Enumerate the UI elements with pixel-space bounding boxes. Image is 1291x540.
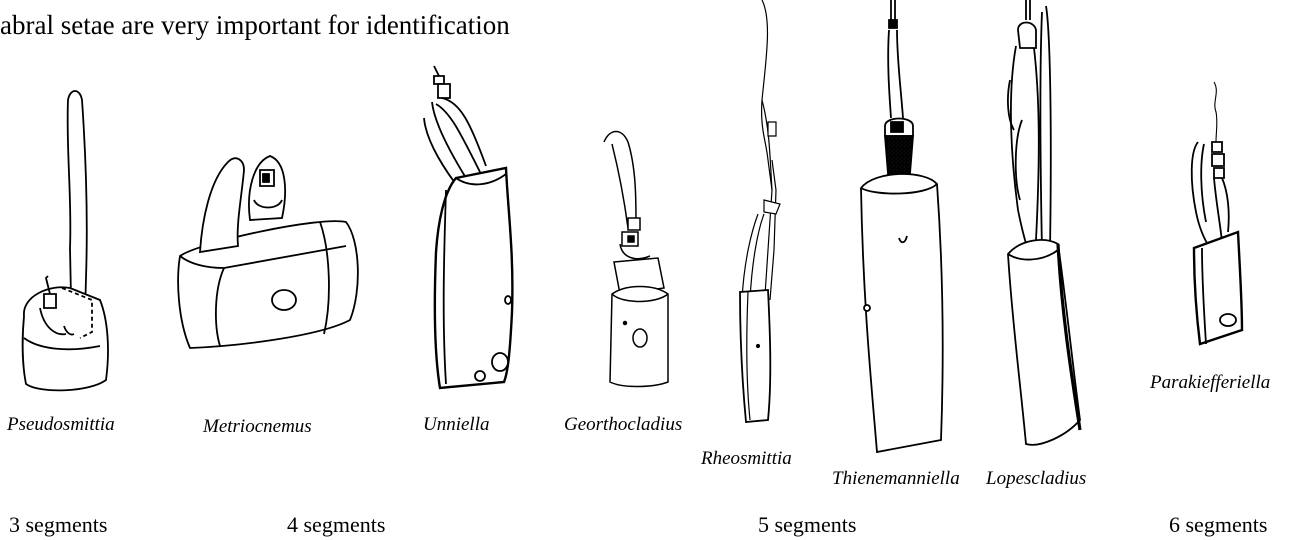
- pseudosmittia-drawing: [0, 88, 120, 398]
- parakiefferiella-drawing: [1182, 82, 1254, 350]
- lopescladius-drawing: [996, 0, 1096, 460]
- segment-label-5: 5 segments: [758, 512, 856, 538]
- segment-label-4: 4 segments: [287, 512, 385, 538]
- genus-label-pseudosmittia: Pseudosmittia: [7, 414, 115, 436]
- unniella-drawing: [420, 62, 530, 402]
- segment-label-3: 3 segments: [9, 512, 107, 538]
- thienemanniella-drawing: [855, 0, 965, 462]
- genus-label-rheosmittia: Rheosmittia: [701, 448, 792, 470]
- segment-label-6: 6 segments: [1169, 512, 1267, 538]
- metriocnemus-drawing: [170, 150, 365, 355]
- genus-label-parakiefferiella: Parakiefferiella: [1150, 372, 1270, 394]
- genus-label-metriocnemus: Metriocnemus: [203, 416, 312, 438]
- genus-label-unniella: Unniella: [423, 414, 490, 436]
- rheosmittia-drawing: [728, 0, 798, 430]
- georthocladius-drawing: [592, 128, 682, 390]
- genus-label-lopescladius: Lopescladius: [986, 468, 1086, 490]
- genus-label-georthocladius: Georthocladius: [564, 414, 682, 436]
- genus-label-thienemanniella: Thienemanniella: [832, 468, 960, 490]
- page-title: abral setae are very important for ident…: [0, 10, 510, 41]
